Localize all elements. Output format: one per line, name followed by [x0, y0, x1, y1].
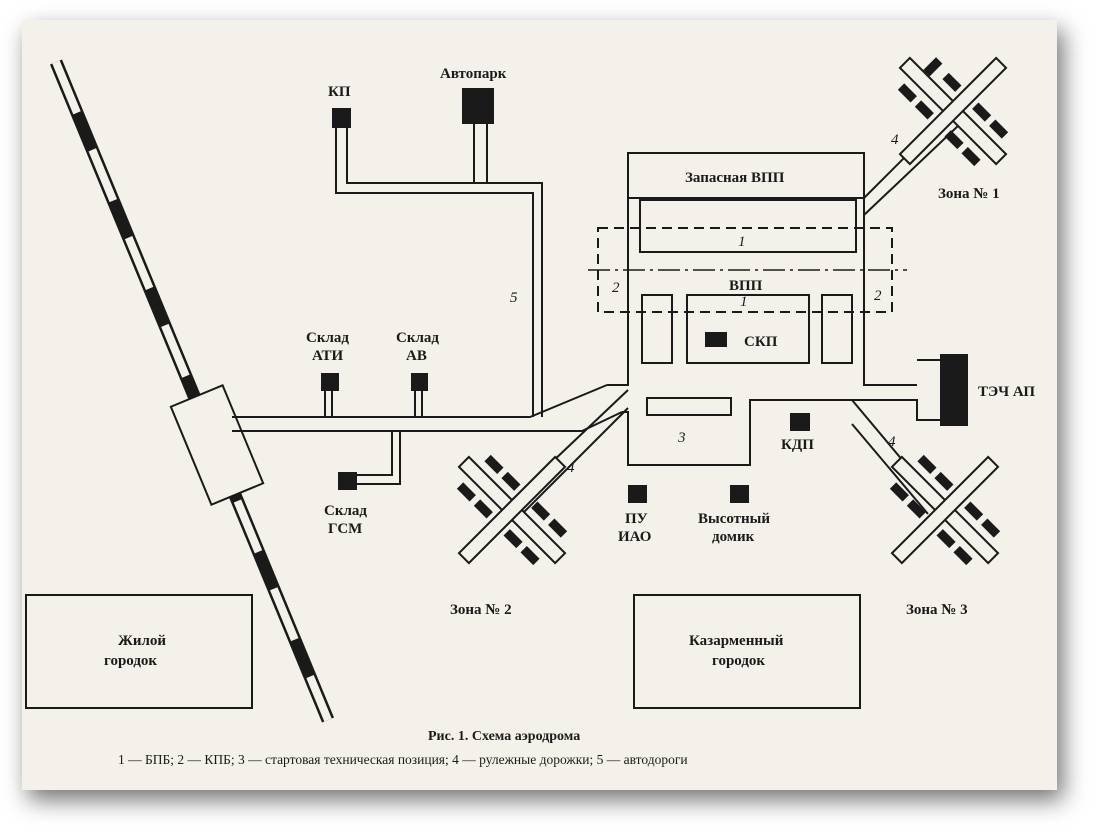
label-sklad-ati-1: Склад [306, 330, 349, 346]
runway-strip-mid [686, 294, 810, 364]
parking-stands-zone3 [889, 454, 1001, 566]
runway-strip-top [639, 199, 857, 253]
label-vysotny-2: домик [712, 529, 755, 545]
road-branches-warehouses [324, 390, 423, 485]
label-sklad-ati-2: АТИ [312, 348, 344, 364]
label-runway: ВПП [729, 278, 763, 294]
dispersal-zone-1 [898, 56, 1008, 166]
label-sklad-av-2: АВ [406, 348, 427, 364]
label-tech-ap: ТЭЧ АП [978, 384, 1035, 400]
aerodrome-diagram: КП Автопарк Запасная ВПП ВПП СКП Зона № … [25, 56, 1035, 767]
label-residential-2: городок [104, 653, 157, 669]
label-pu-iao-2: ИАО [618, 529, 651, 545]
pu-iao-building [628, 485, 647, 503]
label-kp: КП [328, 84, 351, 100]
kdp-building [790, 413, 810, 431]
dispersal-zone-3 [890, 455, 1000, 565]
taxi-box-left [641, 294, 673, 364]
taxi-box-right [821, 294, 853, 364]
label-zone3: Зона № 3 [906, 602, 968, 618]
main-road [232, 384, 623, 432]
railway-line [49, 59, 335, 723]
number-3: 3 [677, 430, 686, 446]
label-reserve-runway: Запасная ВПП [685, 170, 785, 186]
label-zone1: Зона № 1 [938, 186, 1000, 202]
document-sheet: КП Автопарк Запасная ВПП ВПП СКП Зона № … [22, 20, 1057, 790]
number-4-zone1: 4 [891, 132, 899, 148]
number-1-top: 1 [738, 234, 746, 250]
sklad-gsm-building [338, 472, 357, 490]
label-sklad-av-1: Склад [396, 330, 439, 346]
number-5: 5 [510, 290, 518, 306]
tech-ap-building [940, 354, 968, 426]
number-1-mid: 1 [740, 294, 748, 310]
number-2-left: 2 [612, 280, 620, 296]
reserve-runway [627, 152, 865, 199]
parking-stands-zone1 [897, 57, 1009, 167]
parking-stands-zone2 [456, 454, 568, 566]
number-2-right: 2 [874, 288, 882, 304]
label-barracks-1: Казарменный [689, 633, 784, 649]
barracks-town [633, 594, 861, 709]
label-zone2: Зона № 2 [450, 602, 512, 618]
label-pu-iao-1: ПУ [625, 511, 648, 527]
label-skp: СКП [744, 334, 778, 350]
figure-caption-legend: 1 — БПБ; 2 — КПБ; 3 — стартовая техничес… [118, 752, 688, 767]
label-kdp: КДП [781, 437, 814, 453]
figure-caption-title: Рис. 1. Схема аэродрома [428, 729, 580, 744]
skp-building [705, 332, 727, 347]
label-sklad-gsm-1: Склад [324, 503, 367, 519]
start-tech-position [646, 397, 732, 416]
airfield-outline [607, 198, 967, 466]
avtopark-building [462, 88, 494, 124]
number-4-zone2: 4 [567, 460, 575, 476]
label-barracks-2: городок [712, 653, 765, 669]
label-residential-1: Жилой [118, 633, 166, 649]
kp-building [332, 108, 351, 128]
number-4-zone3: 4 [888, 434, 896, 450]
road-kp-avtopark [335, 124, 543, 417]
label-vysotny-1: Высотный [698, 511, 770, 527]
sklad-ati-building [321, 373, 339, 391]
label-sklad-gsm-2: ГСМ [328, 521, 362, 537]
sklad-av-building [411, 373, 428, 391]
railway-crossing [169, 384, 265, 506]
vysotny-building [730, 485, 749, 503]
dispersal-zone-2 [457, 455, 567, 565]
label-avtopark: Автопарк [440, 66, 507, 82]
residential-town [25, 594, 253, 709]
